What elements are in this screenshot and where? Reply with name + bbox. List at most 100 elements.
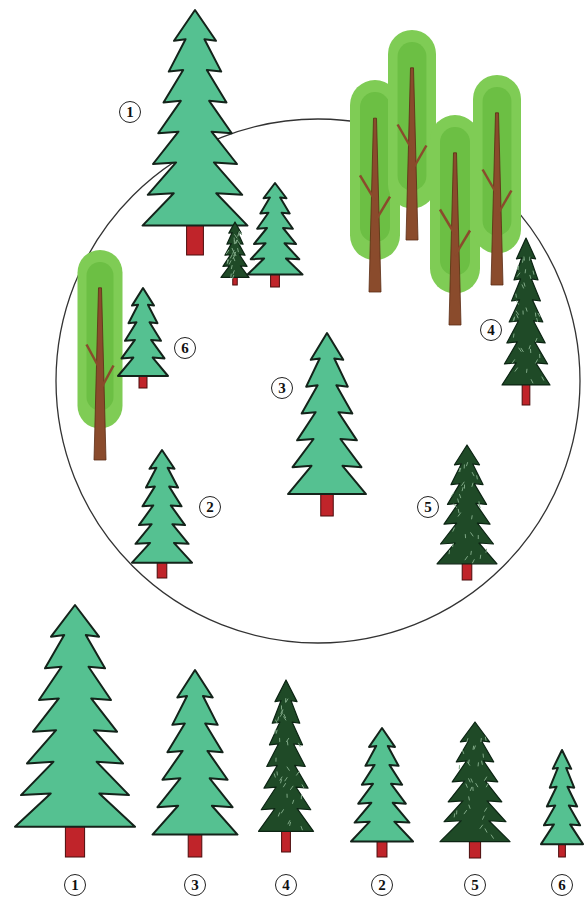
foliage <box>259 680 314 831</box>
foliage <box>288 333 366 494</box>
needle-texture <box>276 730 277 734</box>
trunk <box>94 288 106 460</box>
needle-texture <box>283 783 285 787</box>
needle-texture <box>459 765 460 769</box>
needle-texture <box>521 348 524 352</box>
callout-number: 6 <box>551 874 573 896</box>
conifer <box>288 333 366 516</box>
needle-texture <box>529 257 530 261</box>
needle-texture <box>539 354 540 358</box>
branch <box>455 231 470 256</box>
needle-texture <box>513 317 515 321</box>
branch <box>412 146 426 171</box>
needle-texture <box>466 462 467 466</box>
needle-texture <box>517 266 519 270</box>
needle-texture <box>474 746 476 750</box>
needle-texture <box>526 308 527 312</box>
needle-texture <box>538 313 540 317</box>
dark-conifer <box>502 238 550 405</box>
needle-texture <box>537 318 538 322</box>
needle-texture <box>482 816 484 820</box>
needle-texture <box>471 778 473 782</box>
needle-texture <box>515 368 518 372</box>
needle-texture <box>237 248 239 252</box>
foliage <box>15 605 135 827</box>
callout-number: 5 <box>464 874 486 896</box>
needle-texture <box>512 359 515 363</box>
needle-texture <box>459 494 460 498</box>
needle-texture <box>464 464 465 468</box>
foliage <box>132 450 192 563</box>
needle-texture <box>275 758 276 762</box>
needle-texture <box>235 240 237 244</box>
foliage <box>437 445 497 564</box>
needle-texture <box>480 825 483 829</box>
needle-texture <box>472 787 473 791</box>
needle-texture <box>478 501 479 505</box>
needle-texture <box>290 786 293 790</box>
needle-texture <box>470 551 472 555</box>
needle-texture <box>462 487 463 491</box>
deciduous-tree <box>473 75 521 285</box>
needle-texture <box>227 260 228 264</box>
needle-texture <box>286 794 287 798</box>
needle-texture <box>278 717 279 721</box>
needle-texture <box>491 835 494 839</box>
needle-texture <box>468 796 470 800</box>
callout-number: 5 <box>417 496 439 518</box>
needle-texture <box>466 784 468 788</box>
callout-number: 4 <box>275 874 297 896</box>
callout-number: 4 <box>480 319 502 341</box>
trunk <box>449 153 461 325</box>
needle-texture <box>522 259 524 263</box>
deciduous-tree <box>430 115 480 325</box>
needle-texture <box>480 738 481 742</box>
conifer <box>351 728 413 857</box>
needle-texture <box>226 250 229 254</box>
foliage <box>118 288 168 376</box>
needle-texture <box>542 377 544 381</box>
needle-texture <box>233 257 235 261</box>
needle-texture <box>231 265 233 269</box>
needle-texture <box>465 556 468 560</box>
conifer <box>541 750 583 857</box>
callout-number: 1 <box>119 101 141 123</box>
needle-texture <box>516 301 518 305</box>
needle-texture <box>454 504 457 508</box>
needle-texture <box>518 266 519 270</box>
needle-texture <box>230 274 231 278</box>
needle-texture <box>233 250 234 254</box>
needle-texture <box>531 379 533 383</box>
foliage <box>351 728 413 842</box>
needle-texture <box>468 778 470 782</box>
needle-texture <box>484 808 486 812</box>
branch <box>398 125 412 150</box>
needle-texture <box>476 783 478 787</box>
needle-texture <box>238 232 240 236</box>
needle-texture <box>458 509 460 513</box>
needle-texture <box>288 820 290 824</box>
branch <box>497 191 511 216</box>
branch <box>440 210 455 235</box>
needle-texture <box>287 741 288 745</box>
foliage <box>221 222 249 277</box>
needle-texture <box>456 810 457 814</box>
needle-texture <box>486 783 488 787</box>
needle-texture <box>301 826 303 830</box>
needle-texture <box>448 550 450 554</box>
needle-texture <box>522 284 524 288</box>
needle-texture <box>517 273 520 277</box>
needle-texture <box>467 738 468 742</box>
needle-texture <box>238 241 240 245</box>
needle-texture <box>478 535 479 539</box>
needle-texture <box>458 513 461 517</box>
dark-conifer <box>259 680 314 852</box>
callout-number: 1 <box>64 874 86 896</box>
needle-texture <box>280 713 282 717</box>
dark-conifer <box>437 445 497 580</box>
foliage <box>153 670 238 835</box>
needle-texture <box>286 699 288 703</box>
foliage <box>248 183 303 275</box>
needle-texture <box>234 234 237 238</box>
